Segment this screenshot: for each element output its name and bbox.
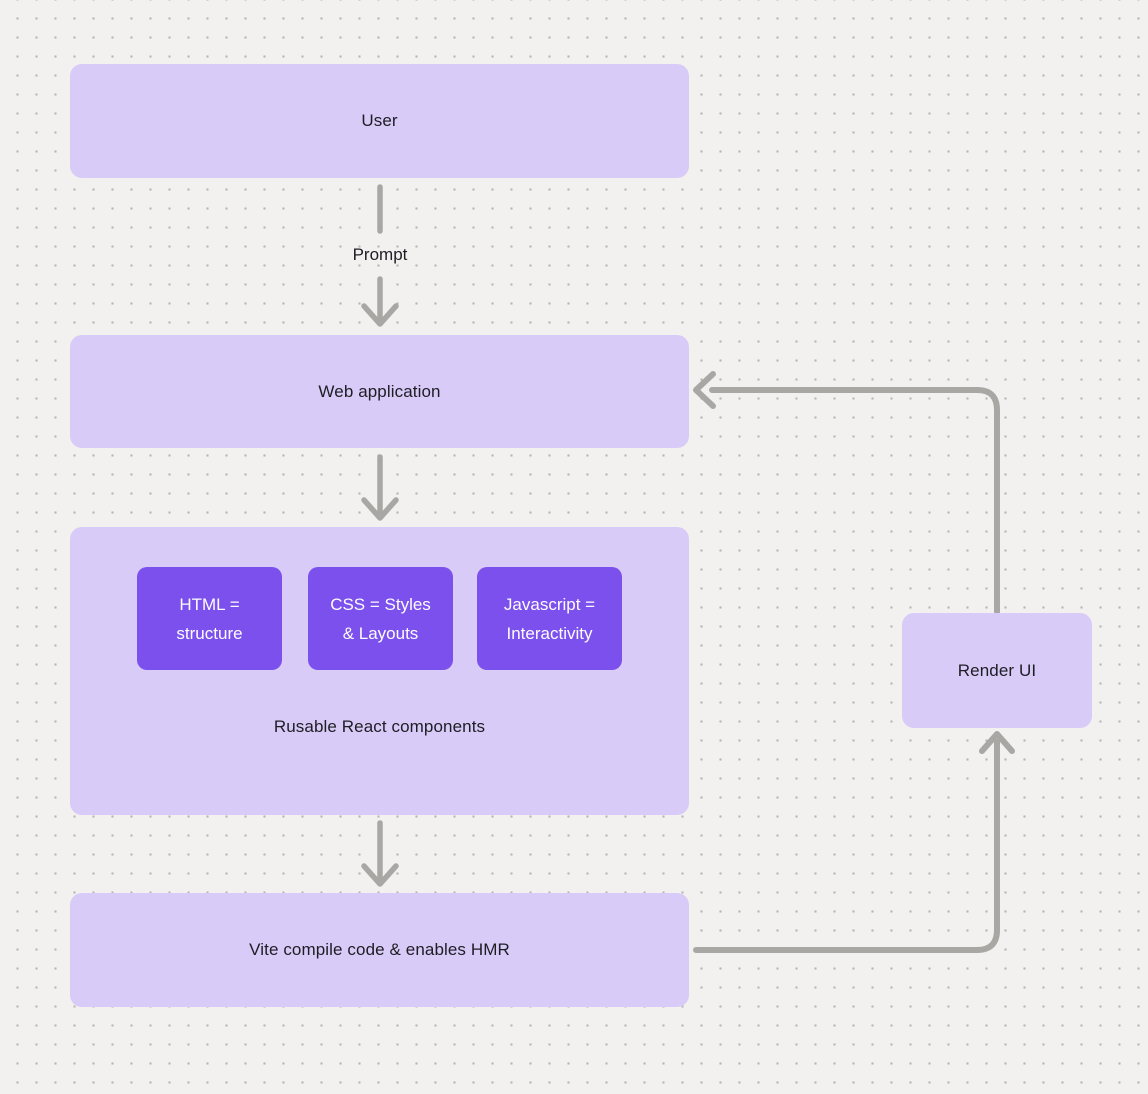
arrowhead-up-icon: [979, 731, 1015, 754]
arrowhead-down-icon: [361, 497, 399, 521]
edge-shaft: [709, 387, 1000, 615]
edge-render-ui-to-web-application: [693, 371, 1000, 615]
arrowhead-left-icon: [693, 371, 716, 409]
chip-javascript-label: Javascript = Interactivity: [503, 594, 596, 643]
node-components-group[interactable]: HTML = structure CSS = Styles & Layouts …: [70, 527, 689, 815]
components-group-caption: Rusable React components: [273, 717, 486, 736]
node-user-label: User: [361, 111, 398, 130]
node-render-ui[interactable]: Render UI: [902, 613, 1092, 728]
edge-shaft: [693, 739, 1000, 953]
chip-html[interactable]: HTML = structure: [137, 567, 282, 670]
arrowhead-down-icon: [361, 303, 399, 327]
edge-components-to-vite: [361, 820, 399, 887]
edge-vite-to-render-ui: [693, 731, 1015, 953]
node-web-application-label: Web application: [318, 381, 441, 401]
chip-javascript[interactable]: Javascript = Interactivity: [477, 567, 622, 670]
node-vite[interactable]: Vite compile code & enables HMR: [70, 893, 689, 1007]
node-web-application[interactable]: Web application: [70, 335, 689, 448]
node-user[interactable]: User: [70, 64, 689, 178]
chip-html-label: HTML = structure: [176, 594, 243, 643]
edge-web-application-to-components: [361, 454, 399, 521]
node-vite-label: Vite compile code & enables HMR: [249, 940, 510, 959]
node-render-ui-label: Render UI: [957, 660, 1037, 680]
chip-css[interactable]: CSS = Styles & Layouts: [308, 567, 453, 670]
chip-css-label: CSS = Styles & Layouts: [330, 594, 431, 643]
arrowhead-down-icon: [361, 863, 399, 887]
edge-label-prompt: Prompt: [352, 245, 408, 264]
